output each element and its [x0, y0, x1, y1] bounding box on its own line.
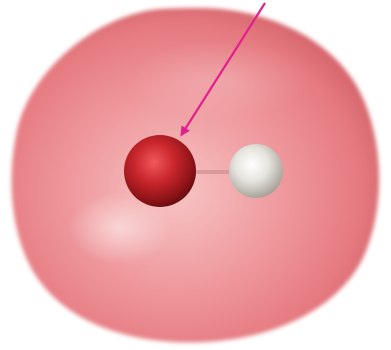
- hydrogen-atom: [229, 144, 283, 198]
- cloud-highlight-top: [130, 40, 310, 120]
- cloud-highlight: [68, 192, 172, 264]
- pointer-arrow: [180, 2, 266, 137]
- oxygen-atom: [124, 135, 196, 207]
